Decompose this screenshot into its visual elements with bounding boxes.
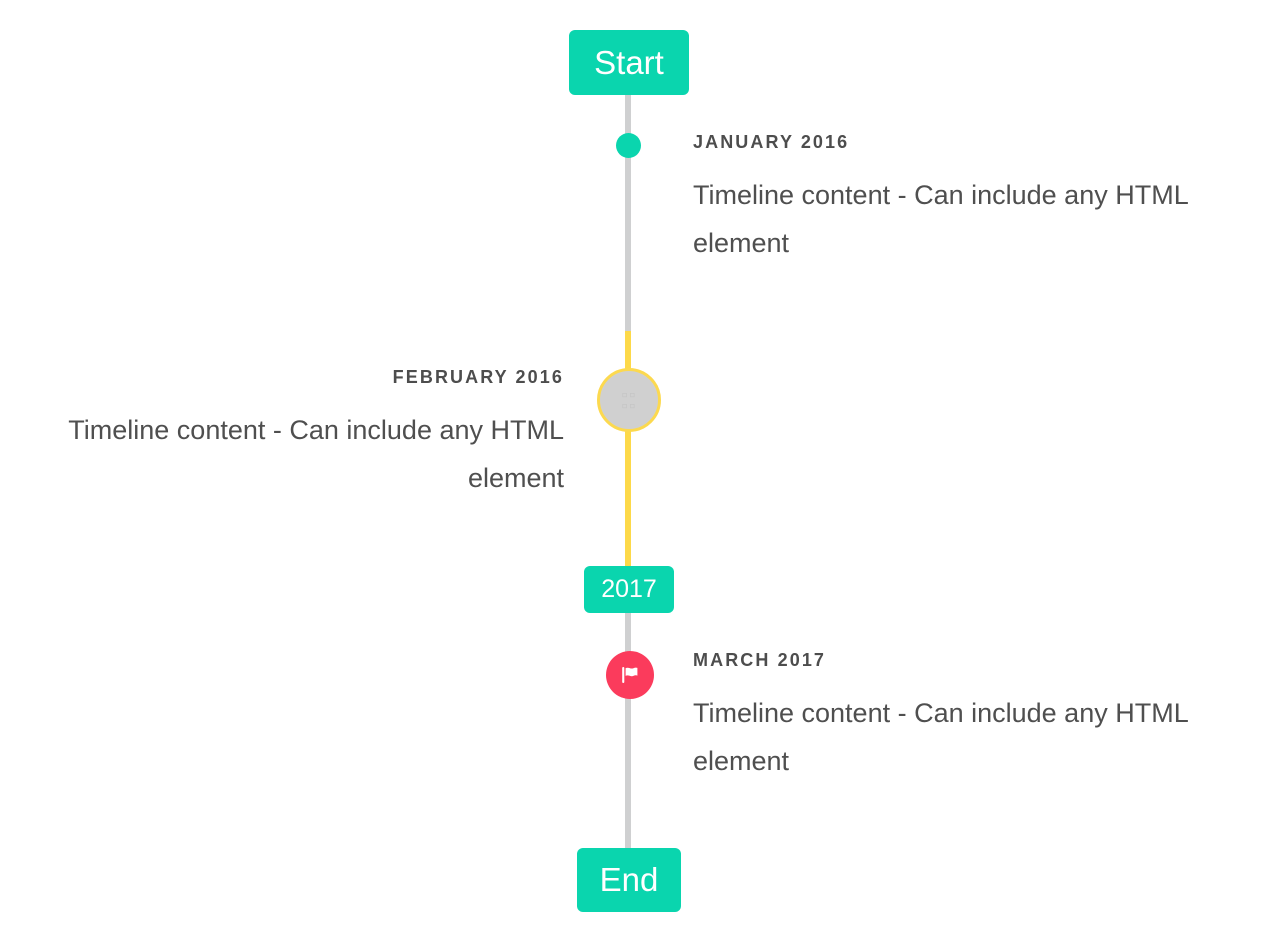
timeline-axis-segment-gray-top: [625, 93, 631, 333]
timeline-year-badge[interactable]: 2017: [584, 566, 674, 613]
timeline-axis-segment-gray-bottom: [625, 611, 631, 853]
dot-icon[interactable]: [616, 133, 641, 158]
timeline-entry-february-2016: FEBRUARY 2016 Timeline content - Can inc…: [34, 367, 564, 502]
missing-glyph-icon[interactable]: ▫▫ ▫▫: [597, 368, 661, 432]
timeline-entry-title: FEBRUARY 2016: [392, 367, 564, 387]
timeline-entry-march-2017: MARCH 2017 Timeline content - Can includ…: [693, 650, 1223, 785]
timeline-start-badge[interactable]: Start: [569, 30, 689, 95]
timeline-axis-segment-yellow: [625, 331, 631, 571]
timeline-entry-title: MARCH 2017: [693, 650, 827, 670]
flag-icon[interactable]: [606, 651, 654, 699]
timeline-entry-body: Timeline content - Can include any HTML …: [693, 698, 1188, 776]
timeline-entry-body: Timeline content - Can include any HTML …: [693, 180, 1188, 258]
timeline-entry-body: Timeline content - Can include any HTML …: [68, 415, 564, 493]
missing-glyph-boxes: ▫▫ ▫▫: [621, 388, 637, 412]
timeline-end-badge[interactable]: End: [577, 848, 681, 912]
timeline-entry-title: JANUARY 2016: [693, 132, 850, 152]
timeline-entry-january-2016: JANUARY 2016 Timeline content - Can incl…: [693, 132, 1223, 267]
